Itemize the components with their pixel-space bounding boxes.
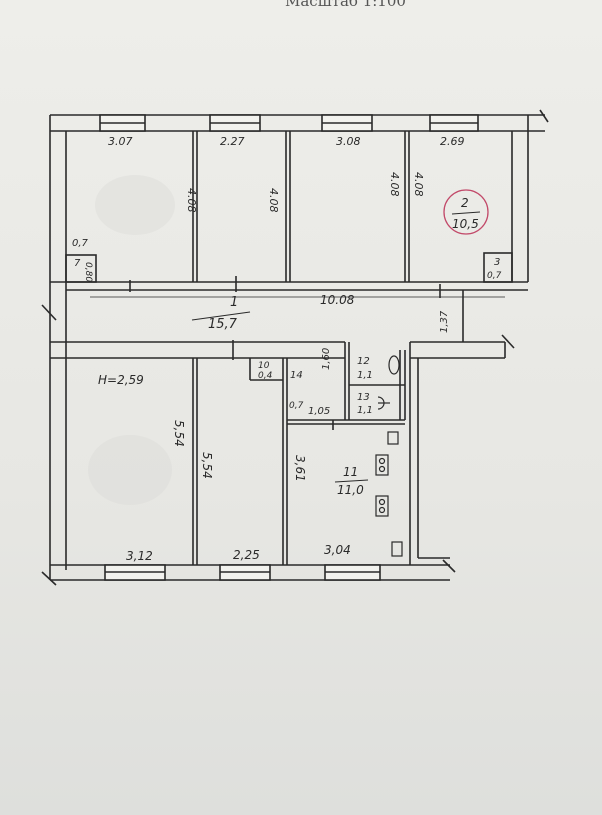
closet-left-top: 0,7: [72, 238, 89, 249]
corridor-length: 10.08: [320, 293, 355, 307]
bottom-width-1: 3,12: [126, 549, 153, 563]
kitchen-11-area: 11,0: [337, 483, 364, 497]
wc-12-area: 1,1: [357, 370, 373, 381]
top-depth-4: 4.08: [412, 172, 425, 197]
radiator-icon: [391, 541, 403, 557]
bottom-depth-2: 5,54: [200, 452, 214, 479]
top-width-4: 2.69: [440, 135, 465, 148]
corridor-width: 1,37: [439, 310, 450, 333]
ceiling-height: H=2,59: [98, 373, 144, 387]
top-width-1: 3.07: [108, 135, 133, 148]
room-2-area: 10,5: [452, 217, 479, 231]
top-width-2: 2.27: [220, 135, 245, 148]
room-2-circle: [443, 189, 489, 235]
corridor-number: 1: [230, 295, 238, 310]
bottom-depth-1: 5,54: [172, 420, 186, 447]
scale-label: Масштаб 1:100: [285, 0, 406, 10]
wc-12-number: 12: [357, 356, 370, 367]
top-depth-3: 4.08: [388, 172, 401, 197]
walls: [41, 109, 549, 586]
top-depth-1: 4.08: [185, 188, 198, 213]
bottom-width-2: 2,25: [233, 548, 260, 562]
top-depth-2: 4.08: [267, 188, 280, 213]
hall-14-area: 0,7: [289, 401, 304, 411]
closet-10-number: 10: [258, 361, 270, 371]
corridor-area: 15,7: [208, 317, 238, 332]
bath-13-area: 1,1: [357, 405, 373, 416]
top-width-3: 3.08: [336, 135, 361, 148]
hall-14-depth: 1,60: [321, 348, 332, 370]
room-2-number: 2: [461, 196, 469, 210]
kitchen-11-depth: 3,61: [293, 455, 307, 482]
hall-14-number: 14: [290, 370, 303, 381]
kitchen-11-number: 11: [343, 465, 358, 479]
sink-icon: [375, 454, 389, 476]
closet-right-area: 0,7: [487, 271, 502, 281]
closet-right-number: 3: [494, 257, 500, 268]
closet-left-number: 7: [74, 258, 81, 269]
bottom-width-3: 3,04: [324, 543, 351, 557]
stove-icon: [387, 431, 399, 445]
fixtures: [375, 355, 403, 557]
hall-14-width: 1,05: [308, 406, 330, 417]
closet-left-side: 0,80: [83, 262, 93, 282]
stove-burner-icon: [375, 495, 389, 517]
toilet-icon: [388, 355, 400, 375]
closet-10-area: 0,4: [258, 371, 273, 381]
bath-13-number: 13: [357, 392, 370, 403]
